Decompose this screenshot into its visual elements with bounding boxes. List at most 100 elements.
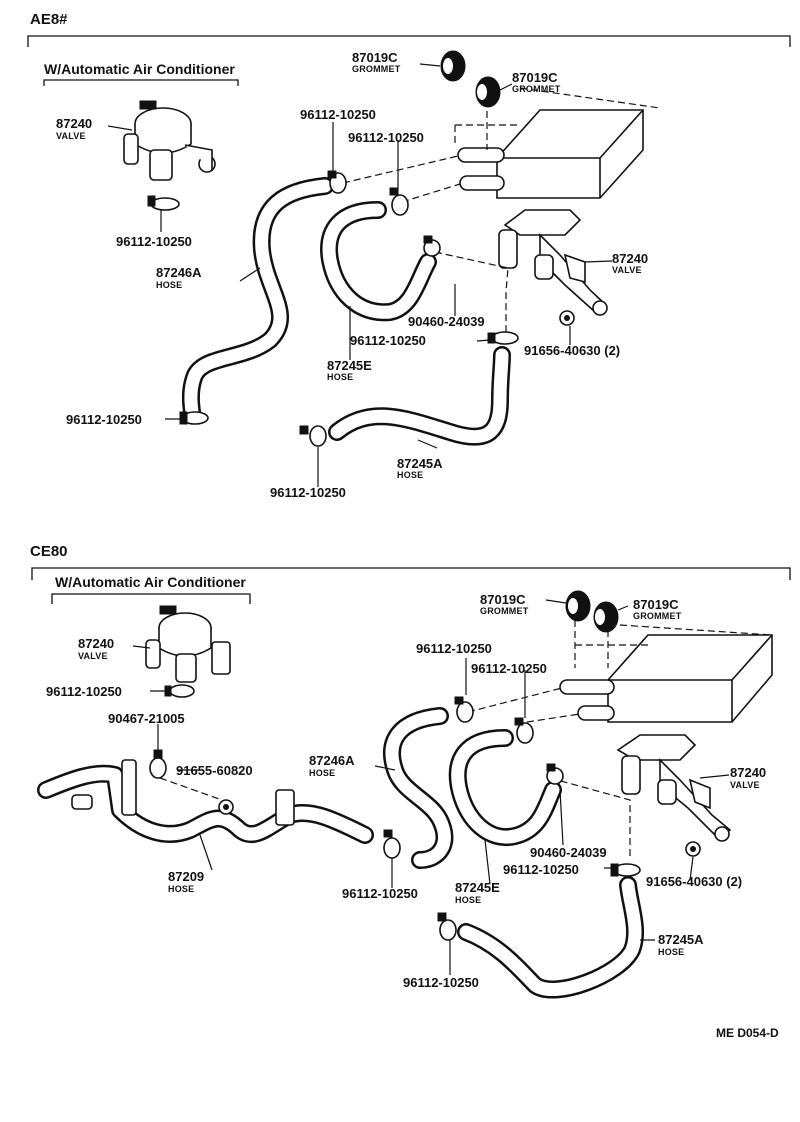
part-label: 96112-10250: [471, 661, 547, 676]
part-label: 87240 VALVE: [56, 116, 92, 141]
svg-text:87240: 87240: [56, 116, 92, 131]
grommet-part: [593, 601, 619, 633]
clamp-part: [514, 717, 534, 744]
section-bracket: [27, 35, 791, 47]
section-ae8: AE8# W/Automatic Air Conditioner: [27, 11, 791, 500]
variant-bracket: [51, 593, 251, 604]
svg-text:87240: 87240: [730, 765, 766, 780]
svg-text:HOSE: HOSE: [658, 947, 684, 957]
clamp-part: [299, 425, 327, 447]
clamp-part: [487, 331, 519, 345]
part-label: 87245A HOSE: [658, 932, 704, 957]
part-label: 96112-10250: [503, 862, 579, 877]
hose-87245a: [457, 876, 644, 999]
svg-text:VALVE: VALVE: [78, 651, 108, 661]
clamp-part: [121, 759, 137, 816]
part-label: 96112-10250: [66, 412, 142, 427]
part-label: 96112-10250: [342, 886, 418, 901]
svg-text:87245A: 87245A: [397, 456, 443, 471]
clamp-part: [164, 684, 195, 698]
clamp-part: [275, 789, 295, 826]
svg-text:HOSE: HOSE: [156, 280, 182, 290]
part-label: 91655-60820: [176, 763, 253, 778]
part-label: 90467-21005: [108, 711, 185, 726]
clamp-part: [423, 235, 441, 257]
clamp-part: [71, 794, 93, 810]
clamp-part: [383, 829, 401, 859]
valve-part: [123, 100, 216, 181]
hose-87245a: [328, 346, 511, 446]
bolt-part: [559, 310, 575, 326]
svg-text:87019C: 87019C: [633, 597, 679, 612]
clamp-part: [149, 749, 167, 779]
section-code: CE80: [30, 543, 68, 560]
part-label: 96112-10250: [300, 107, 376, 122]
svg-text:GROMMET: GROMMET: [512, 84, 561, 94]
svg-text:GROMMET: GROMMET: [633, 611, 682, 621]
hose-87209: [37, 764, 374, 844]
hose-87246a: [383, 707, 454, 869]
svg-text:VALVE: VALVE: [56, 131, 86, 141]
assembly-line: [549, 777, 631, 860]
grommet-part: [475, 76, 501, 108]
svg-text:87246A: 87246A: [309, 753, 355, 768]
part-label: 91656-40630 (2): [646, 874, 742, 889]
variant-title: W/Automatic Air Conditioner: [44, 61, 235, 77]
section-bracket: [31, 567, 791, 580]
svg-text:87246A: 87246A: [156, 265, 202, 280]
part-label: 87019C GROMMET: [480, 592, 529, 616]
valve-part: [145, 605, 231, 683]
assembly-line: [574, 620, 773, 668]
clamp-part: [327, 170, 347, 194]
hose-87245e: [320, 201, 437, 322]
valve-part: [498, 209, 608, 316]
part-label: 90460-24039: [408, 314, 485, 329]
bolt-part: [685, 841, 701, 857]
part-label: 96112-10250: [403, 975, 479, 990]
svg-text:HOSE: HOSE: [455, 895, 481, 905]
svg-text:87019C: 87019C: [352, 50, 398, 65]
section-code: AE8#: [30, 11, 68, 28]
part-label: 87240 VALVE: [78, 636, 114, 661]
svg-text:GROMMET: GROMMET: [480, 606, 529, 616]
part-label: 87245E HOSE: [455, 880, 500, 905]
svg-text:87019C: 87019C: [480, 592, 526, 607]
part-label: 96112-10250: [270, 485, 346, 500]
part-label: 87019C GROMMET: [512, 70, 561, 94]
svg-text:VALVE: VALVE: [612, 265, 642, 275]
heater-core: [559, 634, 773, 723]
svg-text:HOSE: HOSE: [397, 470, 423, 480]
part-label: 87240 VALVE: [730, 765, 766, 790]
clamp-part: [389, 187, 409, 216]
part-label: 96112-10250: [116, 234, 192, 249]
part-label: 87019C GROMMET: [633, 597, 682, 621]
svg-text:87240: 87240: [78, 636, 114, 651]
part-label: 96112-10250: [348, 130, 424, 145]
svg-text:GROMMET: GROMMET: [352, 64, 401, 74]
valve-part: [616, 734, 732, 842]
svg-text:HOSE: HOSE: [309, 768, 335, 778]
svg-text:87209: 87209: [168, 869, 204, 884]
assembly-line: [467, 687, 581, 723]
svg-text:87245E: 87245E: [327, 358, 372, 373]
assembly-line: [454, 87, 661, 150]
hose-87246a: [181, 177, 334, 421]
part-label: 87245E HOSE: [327, 358, 372, 382]
part-label: 96112-10250: [350, 333, 426, 348]
part-label: 87209 HOSE: [168, 869, 204, 894]
svg-text:VALVE: VALVE: [730, 780, 760, 790]
section-ce80: CE80 W/Automatic Air Conditioner: [30, 543, 791, 999]
variant-bracket: [43, 79, 239, 86]
svg-text:87019C: 87019C: [512, 70, 558, 85]
hose-87245e: [448, 729, 562, 847]
part-label: 96112-10250: [416, 641, 492, 656]
clamp-part: [546, 763, 564, 785]
grommet-part: [440, 50, 466, 82]
part-label: 87245A HOSE: [397, 456, 443, 480]
part-label: 87240 VALVE: [612, 251, 648, 275]
clamp-part: [147, 195, 180, 211]
part-label: 90460-24039: [530, 845, 607, 860]
part-label: 96112-10250: [46, 684, 122, 699]
assembly-line: [159, 777, 223, 801]
